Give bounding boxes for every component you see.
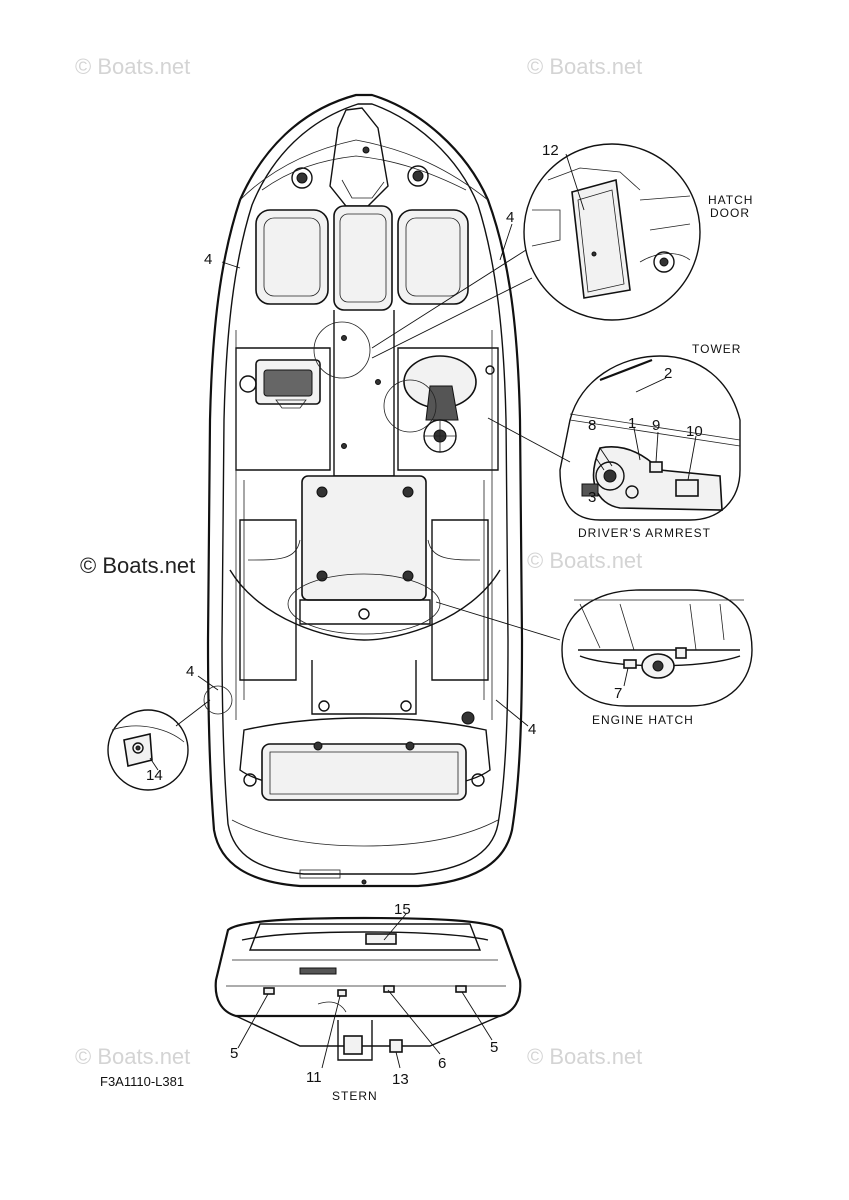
leader-lines — [149, 153, 697, 1069]
callout-9: 9 — [652, 417, 660, 434]
part-code: F3A1110-L381 — [100, 1074, 184, 1089]
callout-4-starboard-rail: 4 — [528, 721, 536, 738]
callout-15: 15 — [394, 901, 411, 918]
callout-1: 1 — [628, 415, 636, 432]
callout-4-bow-starboard: 4 — [506, 209, 514, 226]
caption-drivers-armrest: DRIVER'S ARMREST — [578, 526, 711, 540]
boat-top-view — [203, 93, 524, 888]
stern-view — [214, 916, 522, 1061]
callout-12: 12 — [542, 142, 559, 159]
watermark-middle-left: © Boats.net — [80, 553, 195, 578]
callout-6: 6 — [438, 1055, 446, 1072]
caption-hatch-door-2: DOOR — [710, 206, 750, 220]
callout-7: 7 — [614, 685, 622, 702]
callout-10: 10 — [686, 423, 703, 440]
callout-4-port-rail: 4 — [186, 663, 194, 680]
callout-13: 13 — [392, 1071, 409, 1088]
callout-3: 3 — [588, 489, 596, 506]
caption-tower: TOWER — [692, 342, 741, 356]
callout-11: 11 — [306, 1069, 322, 1086]
callout-4-bow-port: 4 — [204, 251, 212, 268]
engine-hatch-inset — [435, 589, 753, 707]
caption-hatch-door-1: HATCH — [708, 193, 753, 207]
callout-2: 2 — [664, 365, 672, 382]
watermark-top-left: © Boats.net — [75, 54, 190, 79]
watermark-middle-right: © Boats.net — [527, 548, 642, 573]
rail-inset — [107, 699, 211, 791]
callout-14: 14 — [146, 767, 163, 784]
watermark-top-right: © Boats.net — [527, 54, 642, 79]
watermark-bottom-right: © Boats.net — [527, 1044, 642, 1069]
hatch-door-inset — [371, 143, 701, 359]
callout-5-right: 5 — [490, 1039, 498, 1056]
caption-stern: STERN — [332, 1089, 378, 1103]
callout-5-left: 5 — [230, 1045, 238, 1062]
armrest-inset — [487, 355, 741, 521]
watermark-bottom-left: © Boats.net — [75, 1044, 190, 1069]
caption-engine-hatch: ENGINE HATCH — [592, 713, 694, 727]
callout-8: 8 — [588, 417, 596, 434]
